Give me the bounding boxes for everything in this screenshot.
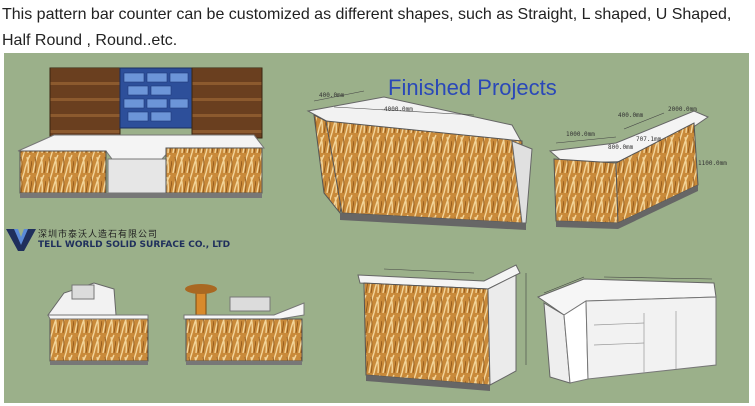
svg-text:400.0mm: 400.0mm [319,92,345,99]
svg-text:4000.0mm: 4000.0mm [384,106,413,113]
finished-projects-title: Finished Projects [388,75,557,100]
svg-text:707.1mm: 707.1mm [636,136,662,143]
company-name-cn: 深圳市泰沃人造石有限公司 [38,230,159,240]
bar-with-shelves-rendering [17,67,266,198]
straight-bar-rendering: 400.0mm 4000.0mm [306,90,533,230]
company-name-en: TELL WORLD SOLID SURFACE CO., LTD [38,240,231,250]
company-logo: 深圳市泰沃人造石有限公司 TELL WORLD SOLID SURFACE CO… [4,225,244,255]
image-panel: 400.0mm 4000.0mm 1000.0mm 400.0mm 2000.0… [4,53,749,403]
small-bar-rendering-1 [47,282,149,365]
svg-text:800.0mm: 800.0mm [608,144,634,151]
logo-mark-icon [6,229,36,251]
l-shaped-bar-rendering: 1000.0mm 400.0mm 2000.0mm 707.1mm 800.0m… [548,106,727,229]
svg-text:1000.0mm: 1000.0mm [566,131,595,138]
svg-text:2000.0mm: 2000.0mm [668,106,697,113]
white-u-bar-rendering [536,276,717,384]
renderings-canvas: 400.0mm 4000.0mm 1000.0mm 400.0mm 2000.0… [17,67,727,391]
page-caption: This pattern bar counter can be customiz… [2,6,732,49]
svg-text:400.0mm: 400.0mm [618,112,644,119]
svg-text:1100.0mm: 1100.0mm [698,160,727,167]
small-bar-rendering-2 [183,284,305,365]
bottom-l-bar-rendering [357,264,527,391]
